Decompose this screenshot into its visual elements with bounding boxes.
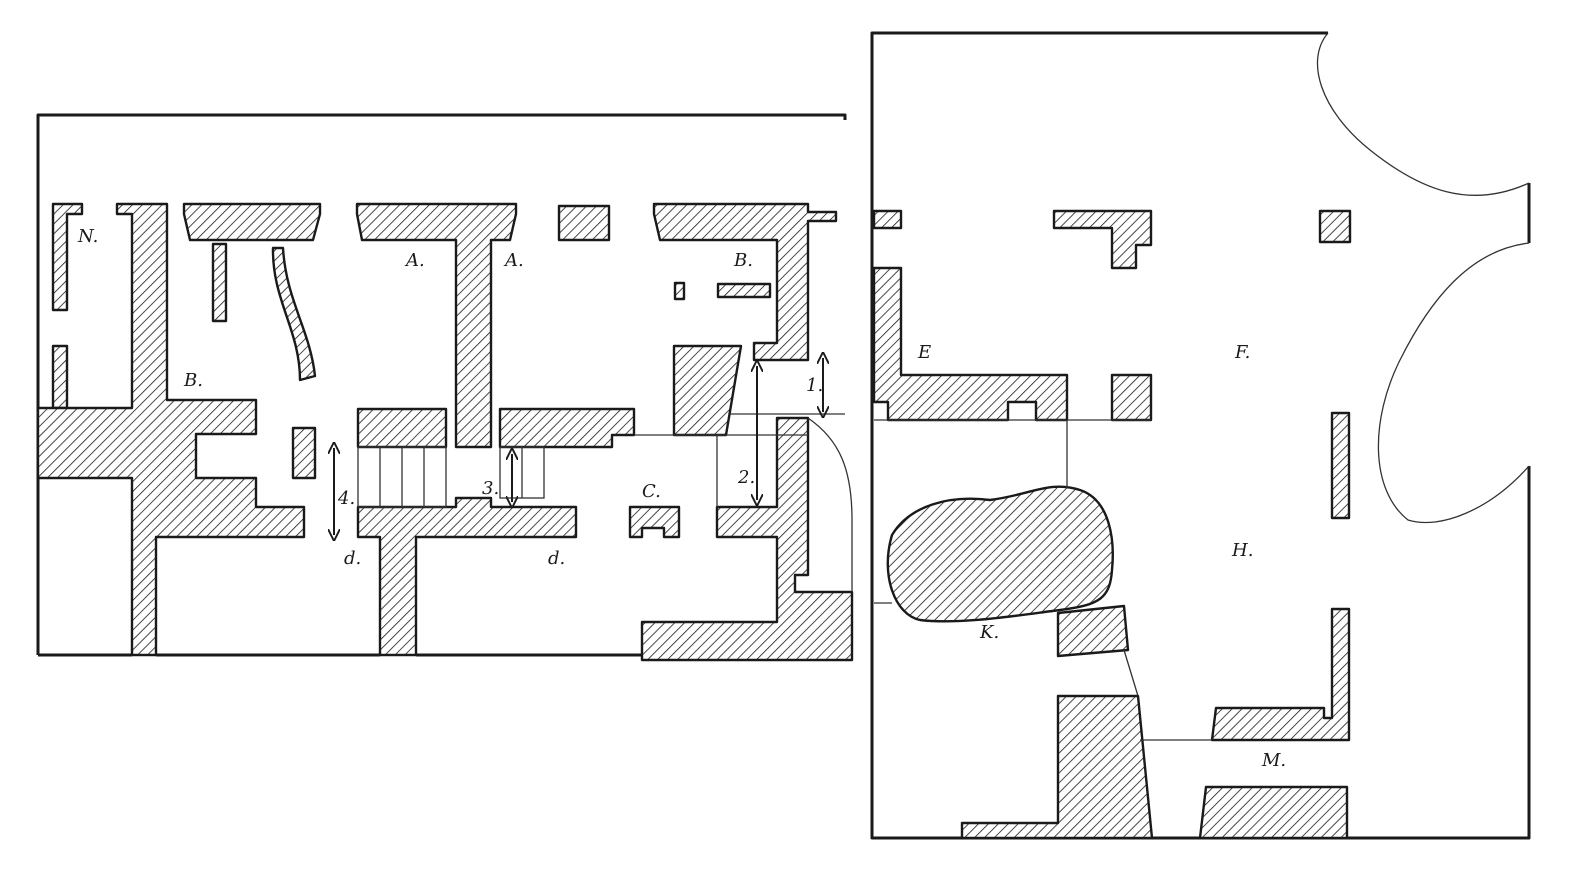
wall-e-main: [872, 266, 1069, 422]
passage-lines: [634, 413, 853, 592]
label-d-right: d.: [548, 548, 565, 569]
wall-top-block: [557, 204, 611, 242]
label-f: F.: [1234, 342, 1250, 363]
wall-curved: [271, 246, 317, 382]
plan-labels: N. B. A. A. B. 1. 2. 3. 4. C. d. d. E F.…: [77, 226, 1286, 771]
wall-thin-bar: [716, 282, 772, 299]
wall-k-lower: [960, 694, 1154, 840]
label-c: C.: [642, 481, 661, 502]
cave-curve-right: [1377, 242, 1530, 524]
wall-f-top: [1052, 209, 1153, 270]
right-plan-outer-wall: [870, 31, 1531, 840]
wall-small-post: [673, 281, 686, 301]
wall-n-left: [51, 202, 84, 312]
label-k: K.: [979, 622, 999, 643]
label-a-left: A.: [404, 250, 425, 271]
label-b-left: B.: [183, 370, 203, 391]
wall-angled-block: [672, 344, 743, 437]
label-e: E: [917, 342, 931, 363]
label-one: 1.: [806, 375, 823, 396]
wall-thin-post: [211, 242, 228, 323]
wall-c-block: [628, 505, 681, 539]
label-a-right: A.: [503, 250, 524, 271]
wall-k-blob: [886, 485, 1114, 623]
wall-m-lower: [1198, 785, 1349, 840]
wall-f-post: [1318, 209, 1352, 244]
label-n: N.: [77, 226, 98, 247]
wall-e-stub: [872, 209, 903, 230]
wall-top-1: [182, 202, 322, 242]
wall-t-a: [355, 202, 518, 449]
label-h: H.: [1231, 540, 1253, 561]
wall-m-right: [1210, 607, 1351, 742]
label-m: M.: [1261, 750, 1286, 771]
label-two: 2.: [737, 467, 755, 488]
wall-small-block-left: [291, 426, 317, 480]
label-b-right: B.: [733, 250, 753, 271]
stair-treads: [357, 446, 545, 508]
wall-stair-top-left: [356, 407, 448, 449]
left-plan: [36, 113, 854, 662]
right-plan: [870, 31, 1531, 840]
wall-h-bar: [1330, 411, 1351, 520]
left-plan-outer-wall: [36, 113, 847, 655]
label-four: 4.: [337, 488, 355, 509]
label-three: 3.: [482, 478, 499, 499]
wall-k-block: [1056, 604, 1130, 658]
wall-top-b: [652, 202, 838, 362]
cave-curve-top: [1316, 32, 1530, 196]
wall-stair-top-right: [498, 407, 636, 449]
wall-f-block: [1110, 373, 1153, 422]
wall-b-main: [36, 202, 306, 657]
wall-n-lower: [51, 344, 69, 410]
wall-bottom-run: [356, 496, 578, 657]
label-d-left: d.: [344, 548, 361, 569]
wall-right-lower: [640, 416, 854, 662]
right-plan-thin-lines: [874, 419, 1212, 741]
